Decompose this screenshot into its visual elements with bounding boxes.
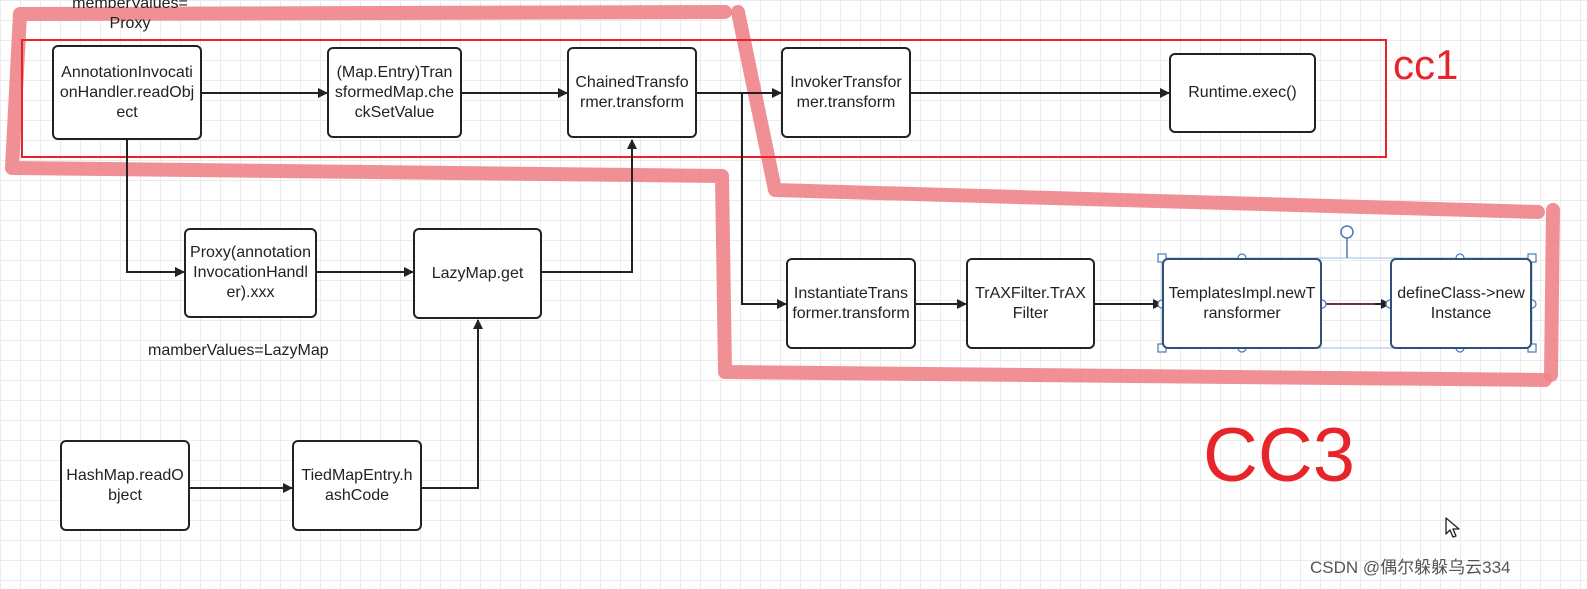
arrow-annotation-to-proxy	[126, 140, 185, 277]
node-tiedmapentry-hashcode[interactable]: TiedMapEntry.hashCode	[292, 440, 422, 531]
node-defineclass-newinstance[interactable]: defineClass->newInstance	[1390, 258, 1532, 349]
node-proxy-handler[interactable]: Proxy(annotationInvocationHandler).xxx	[184, 228, 317, 318]
node-annotation-readobject[interactable]: AnnotationInvocationHandler.readObject	[52, 45, 202, 140]
node-chainedtransformer-transform[interactable]: ChainedTransformer.transform	[567, 47, 697, 138]
label-cc1: cc1	[1393, 41, 1459, 88]
label-membervalues-lazymap: mamberValues=LazyMap	[148, 342, 329, 359]
csdn-watermark: CSDN @偶尔躲躲乌云334	[1310, 558, 1511, 577]
node-lazymap-get[interactable]: LazyMap.get	[413, 228, 542, 319]
node-transformedmap-checksetvalue[interactable]: (Map.Entry)TransformedMap.checkSetValue	[327, 47, 462, 138]
label-cc3: CC3	[1203, 413, 1356, 498]
arrow-lazymap-to-chained	[542, 139, 637, 273]
cc3-marker-outline-right	[1544, 203, 1560, 382]
cc1-highlight-box	[21, 39, 1387, 158]
mouse-pointer-icon	[1445, 517, 1460, 538]
node-runtime-exec[interactable]: Runtime.exec()	[1169, 53, 1316, 133]
node-hashmap-readobject[interactable]: HashMap.readObject	[60, 440, 190, 531]
node-templatesimpl-newtransformer[interactable]: TemplatesImpl.newTransformer	[1162, 258, 1322, 349]
node-traxfilter[interactable]: TrAXFilter.TrAXFilter	[966, 258, 1095, 349]
cc1-marker-outline-diagonal	[731, 5, 1545, 219]
label-membervalues-proxy: memberValues= Proxy	[72, 0, 188, 32]
node-invokertransformer-transform[interactable]: InvokerTransformer.transform	[781, 47, 911, 138]
arrow-tiedmapentry-to-lazymap	[422, 319, 483, 489]
arrow-chained-to-instantiate	[741, 93, 787, 309]
rotate-handle-icon[interactable]	[1340, 225, 1354, 239]
node-instantiatetransformer-transform[interactable]: InstantiateTransformer.transform	[786, 258, 916, 349]
cc1-marker-outline	[5, 5, 1552, 387]
